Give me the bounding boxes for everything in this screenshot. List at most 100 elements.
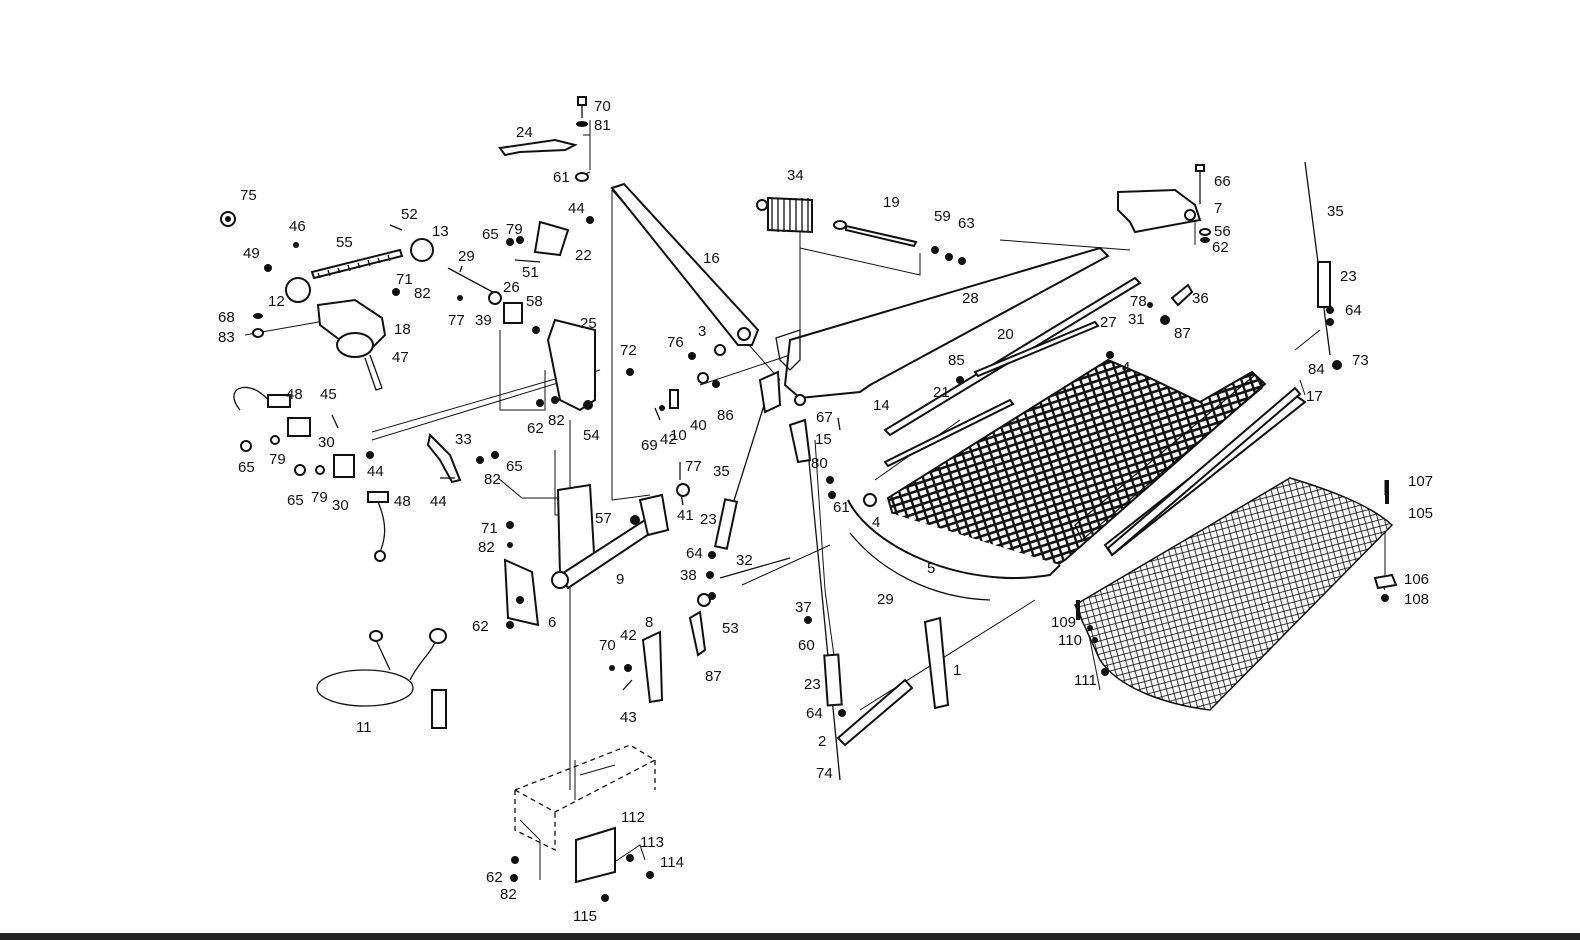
label-82: 82 xyxy=(414,285,431,302)
label-55: 55 xyxy=(336,234,353,251)
label-42: 42 xyxy=(660,431,677,448)
label-51: 51 xyxy=(522,264,539,281)
label-112: 112 xyxy=(621,809,645,826)
label-43: 43 xyxy=(620,709,637,726)
label-36: 36 xyxy=(1192,290,1209,307)
part-12-sprocket xyxy=(285,277,311,303)
label-46: 46 xyxy=(289,218,306,235)
label-34: 34 xyxy=(787,167,804,184)
label-18: 18 xyxy=(394,321,411,338)
part-17-strip xyxy=(1106,386,1302,557)
label-3: 3 xyxy=(698,323,706,340)
label-4: 4 xyxy=(872,514,880,531)
label-82: 82 xyxy=(548,412,565,429)
label-61: 61 xyxy=(553,169,570,186)
label-82: 82 xyxy=(500,886,517,903)
label-44: 44 xyxy=(568,200,585,217)
label-23: 23 xyxy=(700,511,717,528)
label-7: 7 xyxy=(1214,200,1222,217)
label-21: 21 xyxy=(933,384,950,401)
label-33: 33 xyxy=(455,431,472,448)
label-29: 29 xyxy=(877,591,894,608)
label-41: 41 xyxy=(677,507,694,524)
label-111: 111 xyxy=(1074,672,1097,689)
label-79: 79 xyxy=(311,489,328,506)
label-75: 75 xyxy=(240,187,257,204)
label-48: 48 xyxy=(394,493,411,510)
label-11: 11 xyxy=(356,719,372,736)
part-30-plate-bottom xyxy=(333,454,355,478)
label-20: 20 xyxy=(997,326,1014,343)
label-39: 39 xyxy=(475,312,492,329)
label-60: 60 xyxy=(798,637,815,654)
label-71: 71 xyxy=(481,520,498,537)
label-16: 16 xyxy=(703,250,720,267)
part-35-rod-right xyxy=(1304,161,1331,356)
label-65: 65 xyxy=(238,459,255,476)
part-24-plate xyxy=(498,138,578,157)
label-48: 48 xyxy=(286,386,303,403)
label-82: 82 xyxy=(484,471,501,488)
part-6-plate xyxy=(503,558,540,627)
label-87: 87 xyxy=(705,668,722,685)
label-107: 107 xyxy=(1408,473,1433,490)
label-63: 63 xyxy=(958,215,975,232)
label-25: 25 xyxy=(580,315,597,332)
label-80: 80 xyxy=(811,455,828,472)
label-85: 85 xyxy=(948,352,965,369)
label-67: 67 xyxy=(816,409,833,426)
label-23: 23 xyxy=(804,676,821,693)
part-2-arm xyxy=(836,678,914,747)
label-54: 54 xyxy=(583,427,600,444)
label-84: 84 xyxy=(1308,361,1325,378)
label-45: 45 xyxy=(320,386,337,403)
label-12: 12 xyxy=(268,293,285,310)
label-73: 73 xyxy=(1352,352,1369,369)
part-21-slat xyxy=(883,398,1015,468)
bolt-70-81-61 xyxy=(575,96,589,182)
label-70: 70 xyxy=(594,98,611,115)
label-38: 38 xyxy=(680,567,697,584)
label-105: 105 xyxy=(1408,505,1433,522)
label-113: 113 xyxy=(640,834,664,851)
part-7-bracket xyxy=(1117,188,1202,234)
part-34-spring xyxy=(756,196,813,234)
label-62: 62 xyxy=(527,420,544,437)
part-37-rod xyxy=(804,419,841,781)
label-47: 47 xyxy=(392,349,409,366)
label-15: 15 xyxy=(815,431,832,448)
label-115: 115 xyxy=(573,908,597,925)
label-68: 68 xyxy=(218,309,235,326)
label-40: 40 xyxy=(690,417,707,434)
label-62: 62 xyxy=(486,869,503,886)
label-77: 77 xyxy=(448,312,465,329)
label-10: 10 xyxy=(670,427,687,444)
part-26-block xyxy=(503,302,523,324)
label-81: 81 xyxy=(594,117,611,134)
label-8: 8 xyxy=(645,614,653,631)
label-82: 82 xyxy=(478,539,495,556)
scan-edge-strip xyxy=(0,933,1580,940)
label-71: 71 xyxy=(396,271,413,288)
label-114: 114 xyxy=(660,854,684,871)
label-29: 29 xyxy=(458,248,475,265)
label-37: 37 xyxy=(795,599,812,616)
label-30: 30 xyxy=(318,434,335,451)
label-19: 19 xyxy=(883,194,900,211)
part-13-sprocket xyxy=(410,238,434,262)
part-19-rod xyxy=(833,220,966,265)
label-79: 79 xyxy=(269,451,286,468)
label-6: 6 xyxy=(548,614,556,631)
part-112-bracket xyxy=(510,744,657,902)
label-56: 56 xyxy=(1214,223,1231,240)
label-17: 17 xyxy=(1306,388,1323,405)
label-72: 72 xyxy=(620,342,637,359)
label-62: 62 xyxy=(1212,239,1229,256)
label-2: 2 xyxy=(818,733,826,750)
part-30-plate-top xyxy=(287,417,311,437)
label-59: 59 xyxy=(934,208,951,225)
label-58: 58 xyxy=(526,293,543,310)
label-35: 35 xyxy=(713,463,730,480)
label-30: 30 xyxy=(332,497,349,514)
label-83: 83 xyxy=(218,329,235,346)
